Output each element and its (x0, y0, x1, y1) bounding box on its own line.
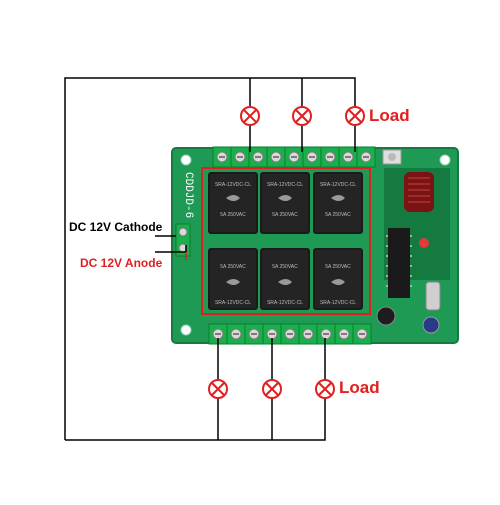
relay-1 (208, 172, 258, 234)
relay-2 (260, 172, 310, 234)
led-icon (419, 238, 429, 248)
relay-highlight-box (201, 167, 371, 315)
load-label-top: Load (369, 106, 410, 125)
load-lamps-bottom (208, 379, 335, 399)
lamp-symbol-icon (345, 106, 365, 126)
capacitor-icon (376, 306, 396, 326)
dc-cathode-label: DC 12V Cathode (69, 220, 163, 234)
top-terminal-block (212, 146, 376, 168)
lamp-symbol-icon (240, 106, 260, 126)
bottom-terminal-block (208, 323, 372, 345)
receiver-module (376, 149, 450, 334)
relay-6 (313, 248, 363, 310)
lamp-symbol-icon (292, 106, 312, 126)
silkscreen-label: CDDJD-6 (182, 172, 194, 218)
ic-chip-icon (388, 228, 410, 298)
relay-3 (313, 172, 363, 234)
lamp-symbol-icon (208, 379, 228, 399)
dc-anode-label: DC 12V Anode (80, 256, 163, 270)
lamp-symbol-icon (315, 379, 335, 399)
svg-text:CDDJD-6: CDDJD-6 (182, 172, 194, 218)
relay-4 (208, 248, 258, 310)
lamp-symbol-icon (262, 379, 282, 399)
relay-5 (260, 248, 310, 310)
power-terminal (175, 223, 191, 257)
load-lamps-top (240, 106, 365, 126)
load-label-bottom: Load (339, 378, 380, 397)
